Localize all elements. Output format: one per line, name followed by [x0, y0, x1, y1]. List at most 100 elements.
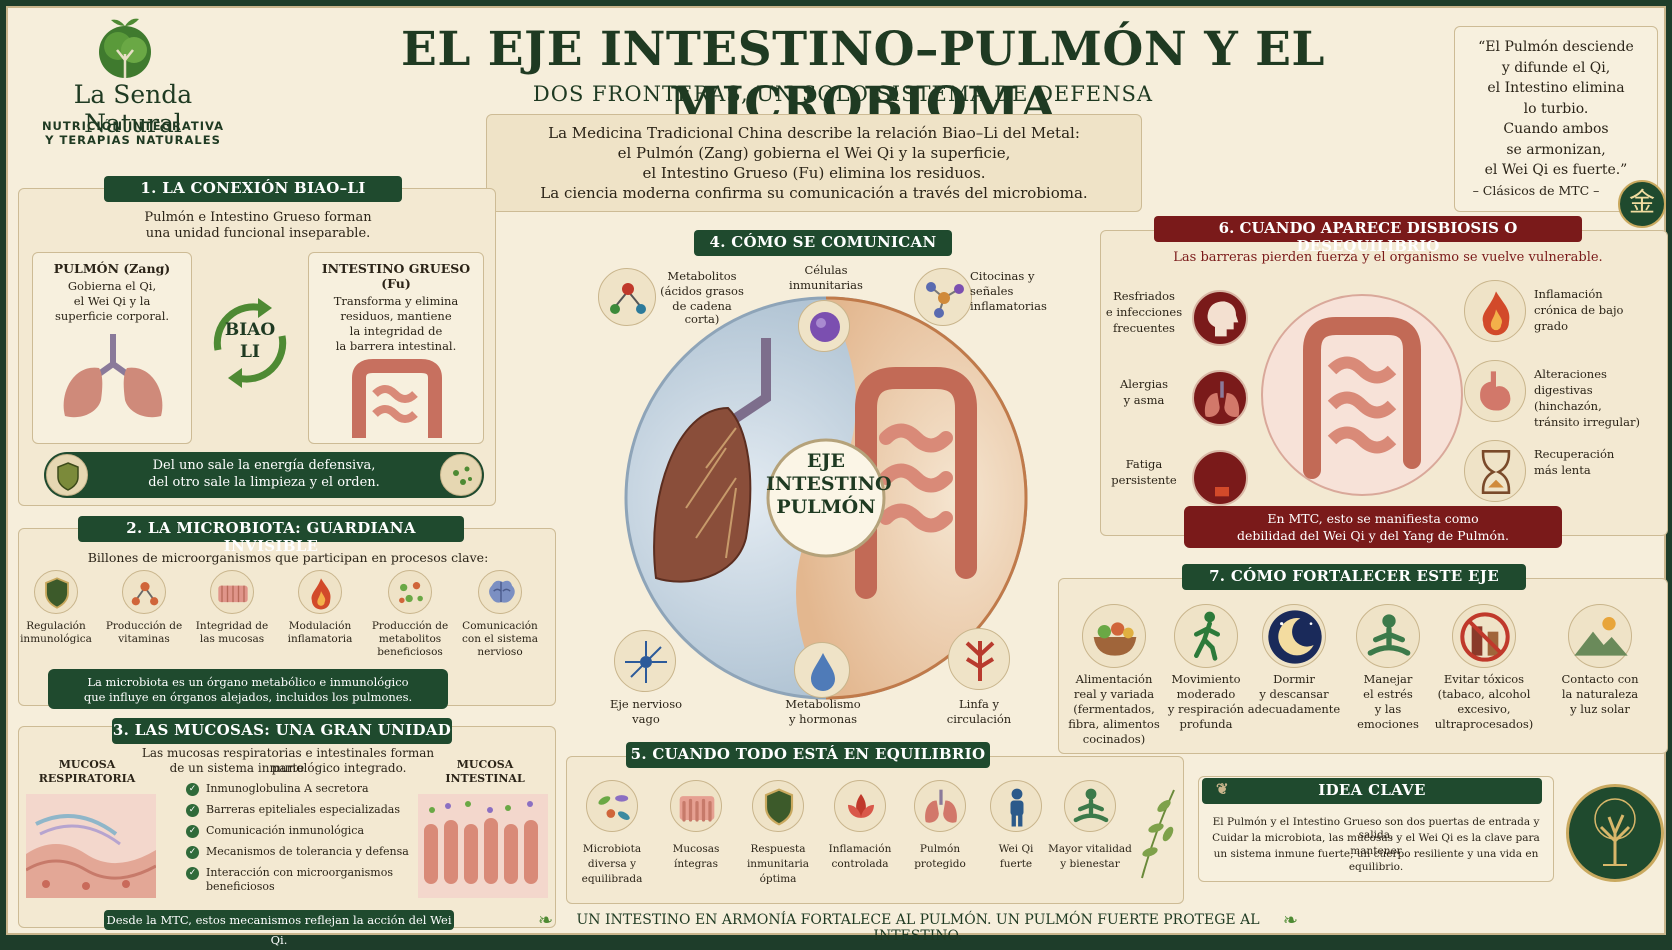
tree-logo-icon — [99, 18, 151, 78]
idea-line: un sistema inmune fuerte, un cuerpo resi… — [1213, 848, 1539, 873]
item-label: persistente — [1111, 473, 1177, 487]
leaf-branch-icon — [1134, 784, 1180, 882]
item-label: y asma — [1123, 393, 1165, 407]
item-label: Mucosas — [672, 843, 720, 855]
shield-icon — [752, 780, 804, 832]
center-label: PULMÓN — [776, 496, 876, 518]
s6-lead: Las barreras pierden fuerza y el organis… — [1173, 250, 1603, 265]
lungs-icon — [914, 780, 966, 832]
biao-li-cycle — [200, 290, 300, 396]
hourglass-icon — [1464, 440, 1526, 502]
item-label: Mecanismos de tolerancia y defensa — [206, 845, 409, 858]
item-label: beneficiosos — [206, 880, 275, 893]
intestine-card-title: INTESTINO GRUESO (Fu) — [321, 261, 471, 291]
item-label: Inmunoglobulina A secretora — [206, 782, 369, 795]
metal-seal-icon: 金 — [1618, 180, 1666, 228]
bottom-line-text: UN INTESTINO EN ARMONÍA FORTALECE AL PUL… — [576, 912, 1260, 944]
hormone-drop-icon — [794, 642, 850, 698]
item-label: Barreras epiteliales especializadas — [206, 803, 400, 816]
s2-lead: Billones de microorganismos que particip… — [87, 550, 489, 565]
quote-line: se armonizan, — [1506, 141, 1606, 158]
intro-box: La Medicina Tradicional China describe l… — [486, 114, 1142, 212]
intestine-card-text: Transforma y elimina — [333, 294, 459, 308]
item-label: y las — [1374, 702, 1402, 716]
immune-cell-icon — [798, 300, 850, 352]
check-icon: ✓ — [186, 825, 199, 838]
item-label: Microbiota — [582, 843, 642, 855]
item-label: controlada — [831, 858, 889, 870]
item-label: Contacto con — [1561, 672, 1639, 686]
s2-footer-line-2: que influye en órganos alejados, incluid… — [83, 690, 413, 704]
section-4-title: 4. CÓMO SE COMUNICAN — [694, 230, 952, 256]
item-label: fuerte — [999, 858, 1033, 870]
intestine-card: INTESTINO GRUESO (Fu) Transforma y elimi… — [308, 252, 484, 444]
item-label: emociones — [1357, 717, 1419, 731]
item-label: crónica de bajo — [1534, 303, 1624, 317]
bowl-icon — [1082, 604, 1146, 668]
molecule-icon — [122, 570, 166, 614]
lung-card-text: Gobierna el Qi, — [67, 279, 157, 293]
item-label: tránsito irregular) — [1534, 415, 1640, 429]
shield-icon — [34, 570, 78, 614]
item-label: Resfriados — [1113, 289, 1175, 303]
center-label: INTESTINO — [766, 473, 892, 495]
tree-of-life-icon — [1566, 784, 1664, 882]
item-label: el estrés — [1363, 687, 1413, 701]
check-icon: ✓ — [186, 846, 199, 859]
brand-logo — [90, 14, 160, 82]
mucosa-respiratory-illustration — [25, 794, 157, 898]
section-1-title: 1. LA CONEXIÓN BIAO–LI — [104, 176, 402, 202]
metabolitos-label: de cadena corta) — [672, 299, 732, 326]
item-label: y bienestar — [1060, 858, 1120, 870]
intestine-card-text: la integridad de — [349, 324, 443, 338]
item-label: (tabaco, alcohol — [1437, 687, 1531, 701]
quote-line: lo turbio. — [1523, 100, 1589, 117]
item-label: Mayor vitalidad — [1048, 843, 1132, 855]
item-label: e infecciones — [1105, 305, 1183, 319]
check-icon: ✓ — [186, 867, 199, 880]
page-title: EL EJE INTESTINO–PULMÓN Y EL MICROBIOMA — [401, 22, 1325, 132]
quote-line: y difunde el Qi, — [1501, 59, 1611, 76]
molecule-icon — [598, 268, 656, 326]
linfa-label: circulación — [946, 712, 1012, 726]
intestine-icon — [352, 359, 442, 438]
item-label: diversa y equilibrada — [581, 858, 643, 885]
brand-name: La Senda Natural — [73, 80, 193, 138]
lungs-icon — [63, 334, 163, 418]
landscape-icon — [1568, 604, 1632, 668]
mucosa-intestinal-illustration — [418, 794, 548, 898]
meditation-icon — [1064, 780, 1116, 832]
idea-line: El Pulmón y el Intestino Grueso son dos … — [1212, 816, 1540, 841]
walking-icon — [1174, 604, 1238, 668]
item-label: con el sistema — [462, 633, 538, 645]
tissue-icon — [210, 570, 254, 614]
s1-lead: Pulmón e Intestino Grueso forman — [144, 210, 372, 225]
item-label: profunda — [1179, 717, 1233, 731]
metabolismo-label: Metabolismo — [785, 697, 861, 711]
quote-line: el Wei Qi es fuerte.” — [1484, 162, 1628, 178]
leaf-icon: ❦ — [1216, 780, 1229, 798]
dysbiosis-intestine — [1254, 290, 1470, 500]
item-label: moderado — [1176, 687, 1236, 701]
item-label: Inflamación — [1534, 287, 1603, 301]
item-label: frecuentes — [1113, 321, 1175, 335]
item-label: Wei Qi — [998, 843, 1034, 855]
intro-line-4: La ciencia moderna confirma su comunicac… — [540, 184, 1088, 202]
leaf-right-icon: ❧ — [1282, 910, 1298, 931]
vago-label: Eje nervioso — [609, 697, 683, 711]
item-label: ultraprocesados) — [1434, 717, 1534, 731]
check-icon: ✓ — [186, 804, 199, 817]
item-label: Regulación — [26, 620, 86, 632]
item-label: Alteraciones — [1534, 367, 1607, 381]
vessels-icon — [948, 628, 1010, 690]
celulas-label: inmunitarias — [789, 278, 863, 292]
intro-line-1: La Medicina Tradicional China describe l… — [548, 124, 1080, 142]
mucosa-resp-label: RESPIRATORIA — [38, 772, 136, 785]
item-label: Recuperación — [1534, 447, 1615, 461]
person-icon — [990, 780, 1042, 832]
item-label: inflamatoria — [287, 633, 353, 645]
cycle-arrows-icon — [213, 298, 287, 388]
head-icon — [1192, 290, 1248, 346]
quote-line: Cuando ambos — [1503, 121, 1609, 137]
intro-line-2: el Pulmón (Zang) gobierna el Wei Qi y la… — [617, 144, 1011, 162]
